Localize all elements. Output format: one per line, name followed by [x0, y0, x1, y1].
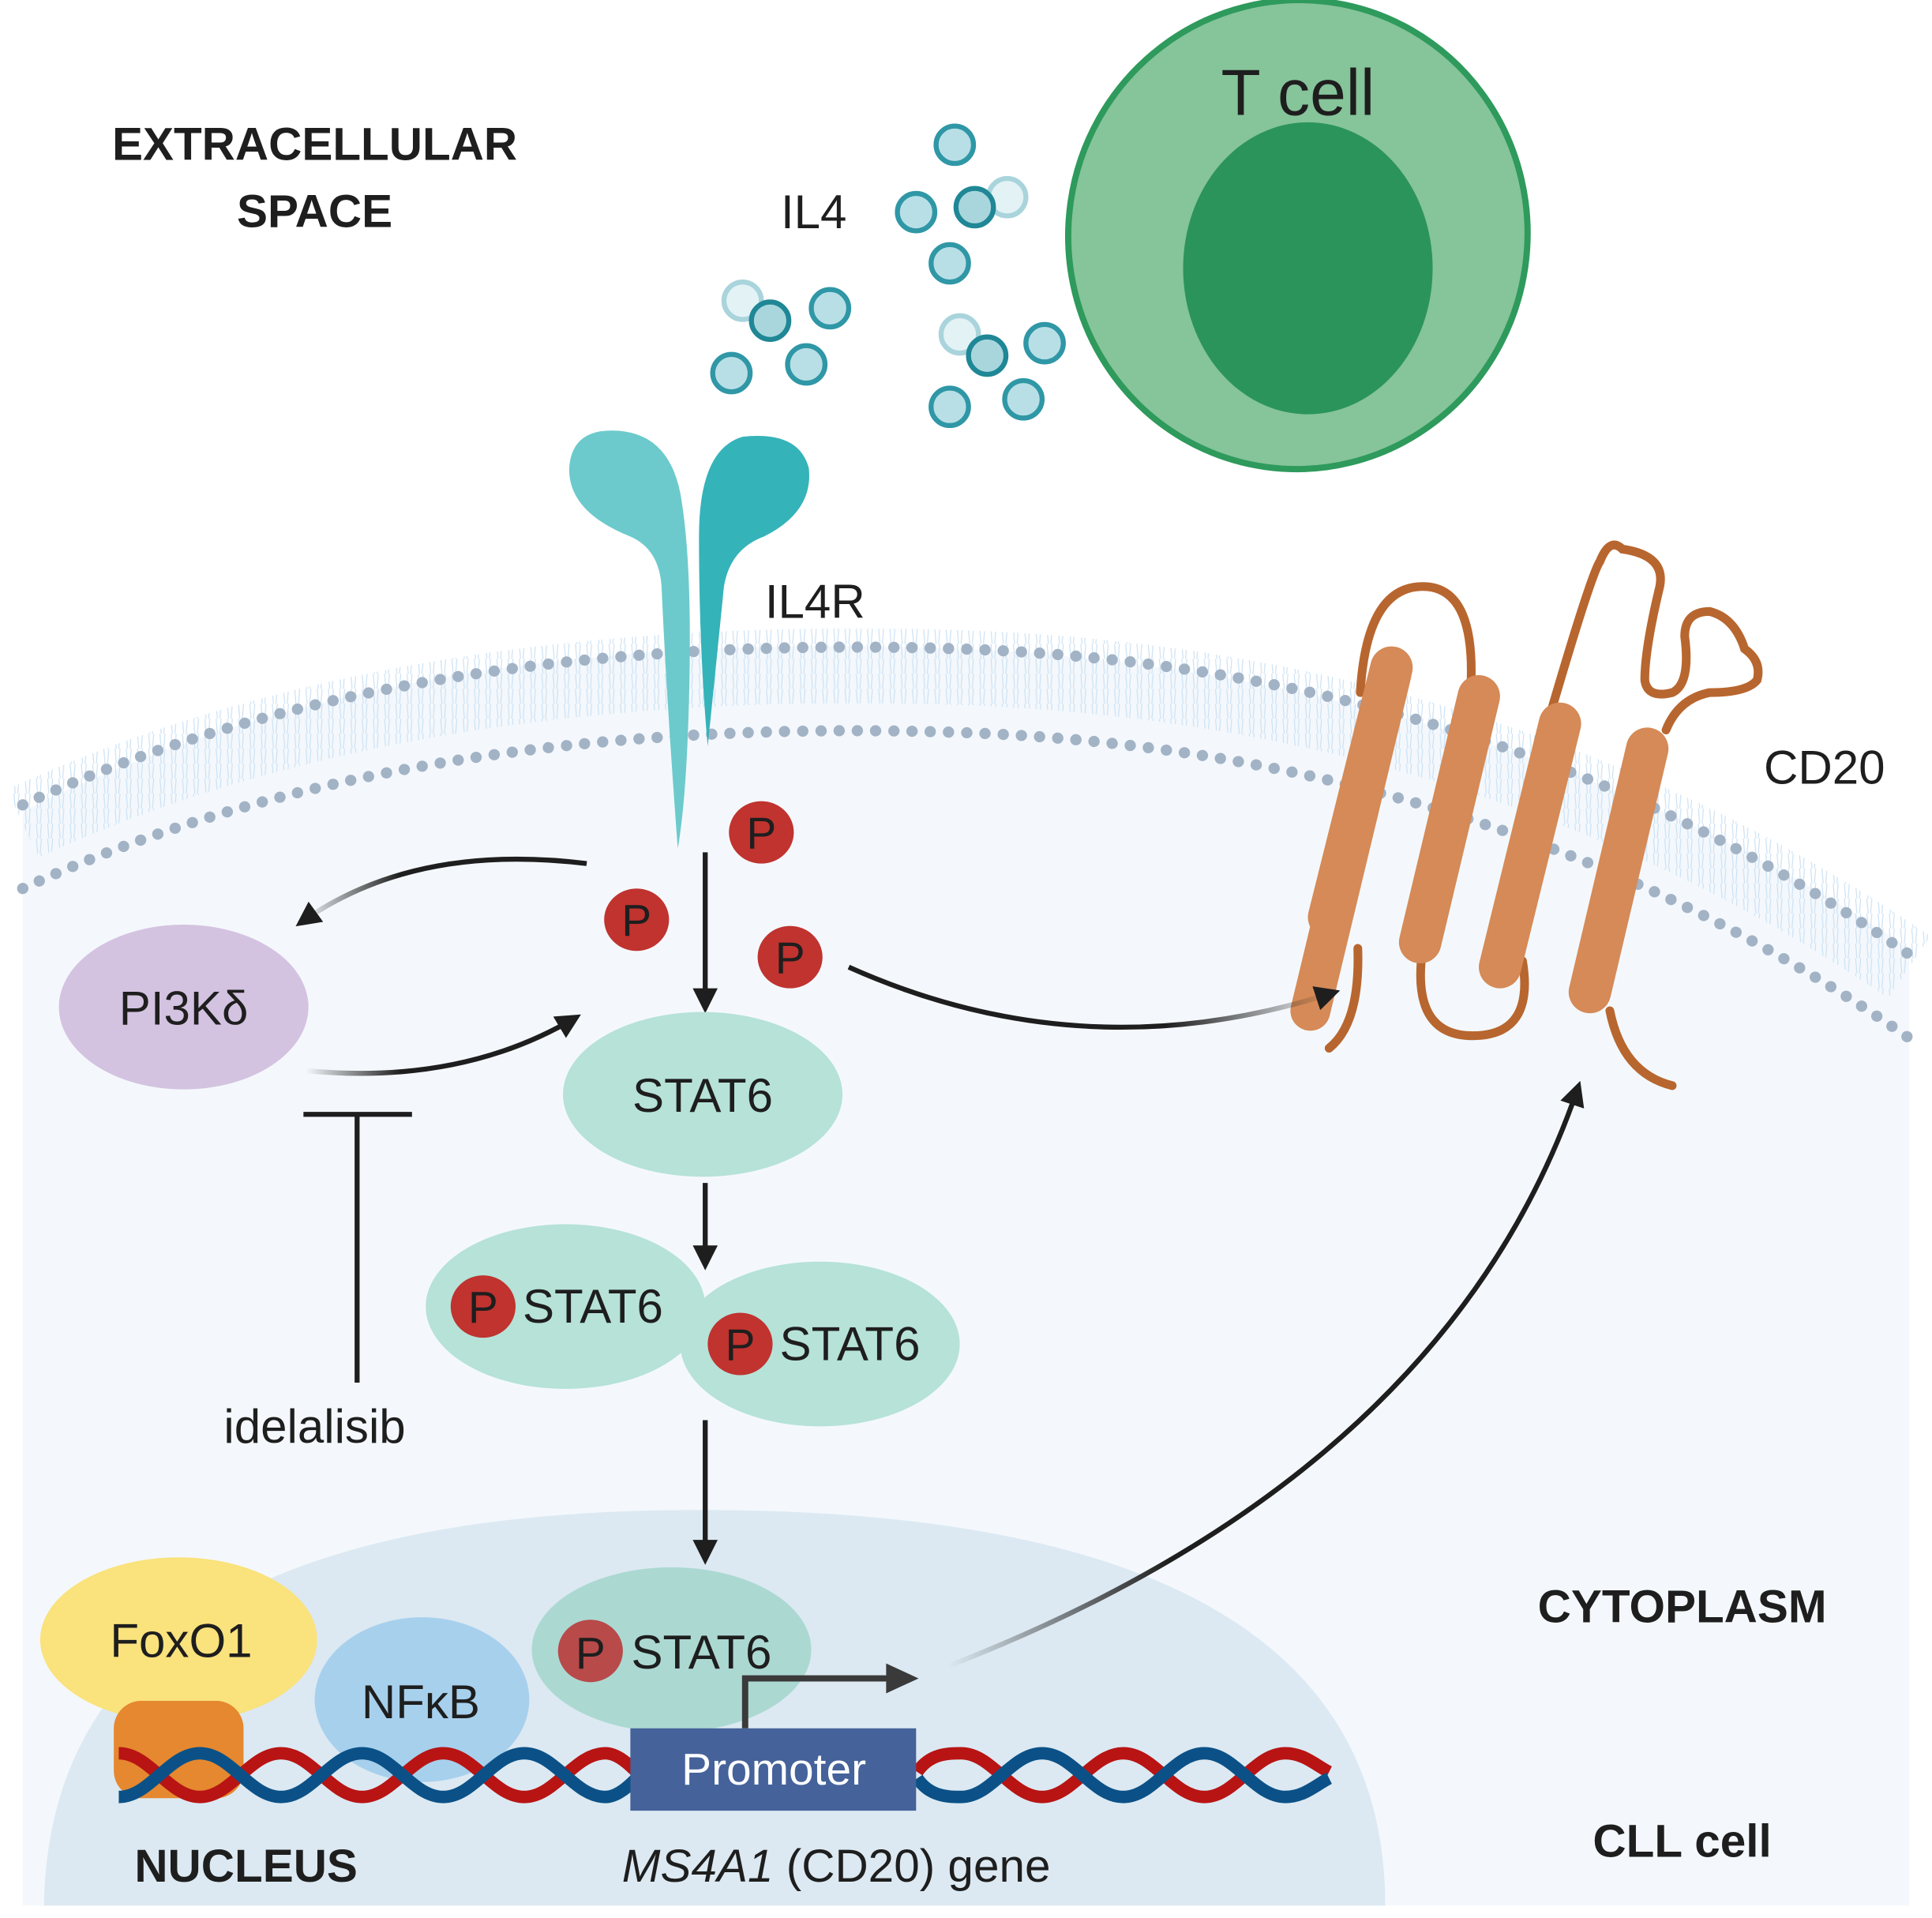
il4-particle: [928, 242, 971, 285]
extracellular-label-line1: EXTRACELLULAR: [112, 118, 517, 170]
svg-text:P: P: [775, 933, 805, 984]
stat6: STAT6: [563, 1012, 843, 1177]
il4-particle: [710, 351, 753, 395]
cytoplasm-label: CYTOPLASM: [1538, 1581, 1827, 1632]
cd20-helices: [1307, 646, 1669, 1014]
gene-label: MS4A1 (CD20) gene: [622, 1841, 1051, 1892]
transcription-start-arrow: [741, 1663, 919, 1728]
phosphate: P: [757, 925, 823, 989]
nfkb-label: NFκB: [362, 1676, 480, 1728]
foxo1-label: FoxO1: [110, 1615, 252, 1668]
idelalisib-label: idelalisib: [223, 1400, 405, 1453]
t-cell: T cell: [1065, 0, 1531, 473]
foxo1: FoxO1: [39, 1557, 317, 1722]
pstat6-dimer: P STAT6 P STAT6: [426, 1224, 960, 1427]
il4-particle: [953, 186, 996, 229]
il4-particle: [1023, 321, 1066, 365]
nfkb: NFκB: [314, 1617, 530, 1782]
nucleus-label: NUCLEUS: [134, 1841, 358, 1892]
cd20-helix: [1398, 674, 1500, 964]
pstat6-label: STAT6: [523, 1280, 663, 1333]
pi3k-label: PI3Kδ: [119, 982, 249, 1034]
dna-strand-red: [118, 1747, 1333, 1804]
il4-particle: [928, 385, 971, 429]
cofactor-box: [114, 1701, 244, 1799]
cd20-helix: [1568, 727, 1669, 1014]
arrow-gene-to-cd20: [947, 1080, 1585, 1668]
il4-particle: [966, 334, 1009, 377]
pstat6-monomer: [680, 1261, 960, 1427]
svg-text:P: P: [746, 809, 776, 859]
pstat6-label: STAT6: [780, 1318, 921, 1371]
il4-particle: [938, 313, 981, 356]
cd20-helix: [1479, 702, 1581, 989]
gene-name-italic: MS4A1: [622, 1841, 774, 1892]
gene-name-rest: (CD20) gene: [774, 1841, 1051, 1892]
nuclear-pstat6-label: STAT6: [631, 1626, 771, 1679]
il4-particle: [785, 343, 828, 386]
svg-text:P: P: [725, 1320, 755, 1371]
svg-text:P: P: [576, 1628, 606, 1679]
cd20-label: CD20: [1764, 741, 1885, 794]
phosphate-groups: P P P: [604, 801, 823, 989]
il4-particles: [710, 123, 1066, 429]
il4-particle: [808, 287, 852, 330]
phosphate: [557, 1620, 623, 1683]
dna-helix: [118, 1747, 1333, 1804]
extracellular-label-line2: SPACE: [237, 186, 392, 238]
dna-strand-blue: [118, 1747, 1333, 1804]
il4r-receptor: [568, 430, 809, 849]
promoter: Promoter: [630, 1728, 917, 1811]
phosphate: [450, 1275, 516, 1338]
arrow-receptor-to-pi3k: [295, 856, 587, 927]
il4-particle: [933, 123, 977, 167]
svg-text:P: P: [621, 895, 651, 946]
phosphate: P: [604, 888, 670, 951]
nuclear-pstat6: P STAT6: [531, 1567, 812, 1732]
t-cell-nucleus: [1183, 122, 1433, 415]
il4-particle: [1002, 377, 1045, 421]
il4-particle: [895, 190, 938, 234]
stat6-label: STAT6: [632, 1069, 773, 1122]
cll-cell-label: CLL cell: [1592, 1816, 1771, 1867]
phosphate: P: [729, 801, 794, 864]
arrows: [295, 852, 1585, 1668]
il4-particle: [748, 299, 792, 343]
promoter-label: Promoter: [681, 1744, 866, 1795]
pi3k-delta: PI3Kδ: [58, 925, 309, 1090]
idelalisib-inhibition: [303, 1112, 412, 1383]
il4r-label: IL4R: [765, 575, 865, 628]
cd20-helix: [1307, 646, 1413, 939]
il4-label: IL4: [781, 186, 846, 238]
t-cell-label: T cell: [1221, 57, 1375, 129]
phosphate: [707, 1312, 773, 1376]
svg-text:P: P: [468, 1282, 498, 1333]
pstat6-monomer: [426, 1224, 706, 1389]
arrow-pi3k-to-stat6: [306, 1014, 581, 1076]
arrow-cd20-to-stat6: [847, 964, 1341, 1030]
